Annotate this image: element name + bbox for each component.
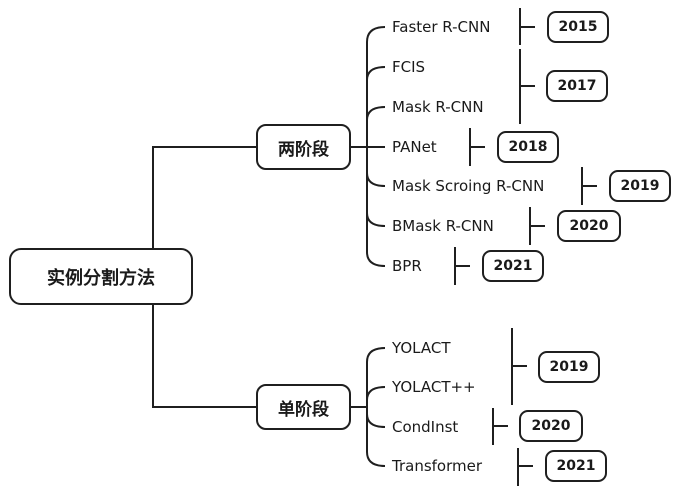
method-item: YOLACT bbox=[392, 339, 451, 357]
method-item: Mask Scroing R-CNN bbox=[392, 177, 545, 195]
method-item: YOLACT++ bbox=[392, 378, 476, 396]
method-item: Faster R-CNN bbox=[392, 18, 491, 36]
root-node: 实例分割方法 bbox=[9, 248, 193, 305]
year-label: 2018 bbox=[508, 139, 548, 155]
one-stage-label: 单阶段 bbox=[278, 399, 329, 420]
tick-2017 bbox=[519, 49, 535, 124]
tick-2019a bbox=[581, 167, 597, 205]
two-stage-branch-ticks bbox=[366, 66, 386, 227]
year-badge: 2019 bbox=[538, 351, 600, 383]
year-badge: 2018 bbox=[497, 131, 559, 163]
year-label: 2021 bbox=[556, 458, 596, 474]
root-label: 实例分割方法 bbox=[47, 267, 155, 289]
year-label: 2020 bbox=[531, 418, 571, 434]
method-item: BPR bbox=[392, 257, 422, 275]
method-item: BMask R-CNN bbox=[392, 217, 494, 235]
tick-2020a bbox=[529, 207, 545, 245]
year-badge: 2015 bbox=[547, 11, 609, 43]
tick-2021a bbox=[454, 247, 470, 285]
year-badge: 2020 bbox=[519, 410, 583, 442]
method-item: PANet bbox=[392, 138, 437, 156]
year-badge: 2019 bbox=[609, 170, 671, 202]
one-stage-bracket bbox=[351, 347, 386, 467]
year-label: 2019 bbox=[549, 359, 589, 375]
tick-2018 bbox=[469, 128, 485, 166]
method-item: Mask R-CNN bbox=[392, 98, 484, 116]
two-stage-label: 两阶段 bbox=[278, 139, 329, 160]
year-badge: 2020 bbox=[557, 210, 621, 242]
year-label: 2020 bbox=[569, 218, 609, 234]
year-label: 2021 bbox=[493, 258, 533, 274]
tick-2015 bbox=[519, 8, 535, 45]
year-label: 2019 bbox=[620, 178, 660, 194]
one-stage-node: 单阶段 bbox=[256, 384, 351, 430]
year-badge: 2017 bbox=[546, 70, 608, 102]
trunk-connector bbox=[152, 146, 256, 408]
tick-2021b bbox=[517, 448, 533, 486]
tick-2019b bbox=[511, 328, 527, 405]
method-item: CondInst bbox=[392, 418, 459, 436]
year-badge: 2021 bbox=[482, 250, 544, 282]
method-item: Transformer bbox=[392, 457, 483, 475]
one-stage-branch-ticks bbox=[366, 386, 386, 428]
year-label: 2015 bbox=[558, 19, 598, 35]
year-label: 2017 bbox=[557, 78, 597, 94]
year-badge: 2021 bbox=[545, 450, 607, 482]
method-item: FCIS bbox=[392, 58, 426, 76]
tick-2020b bbox=[492, 408, 508, 445]
two-stage-node: 两阶段 bbox=[256, 124, 351, 170]
